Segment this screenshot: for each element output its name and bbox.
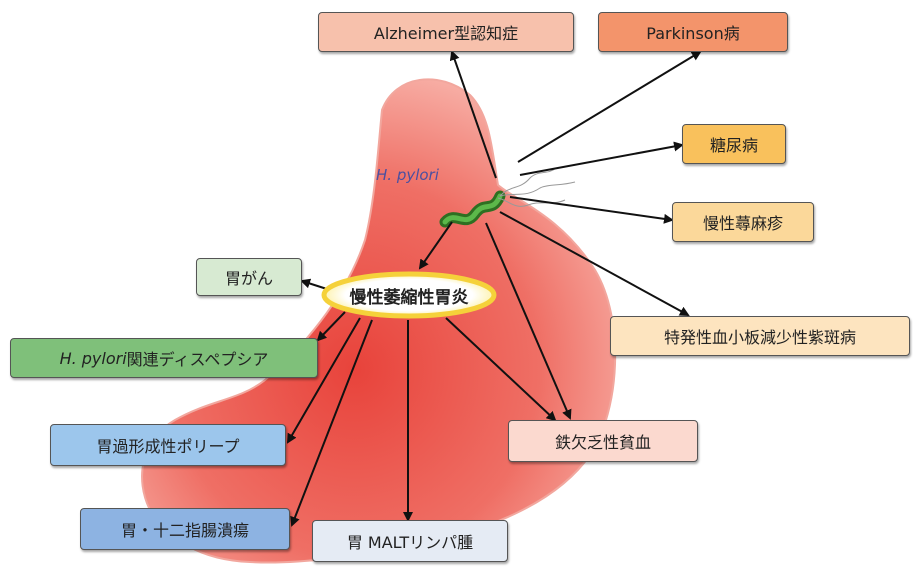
gastric-cancer-node: 胃がん xyxy=(196,258,302,296)
anemia-node: 鉄欠乏性貧血 xyxy=(508,420,698,462)
parkinson-node: Parkinson病 xyxy=(598,12,788,52)
urticaria-node: 慢性蕁麻疹 xyxy=(672,202,814,242)
gastritis-node: 慢性萎縮性胃炎 xyxy=(322,272,496,318)
polyp-node: 胃過形成性ポリープ xyxy=(50,424,286,466)
dyspepsia-rest-label: 関連ディスペプシア xyxy=(127,346,269,370)
ulcer-node: 胃・十二指腸潰瘍 xyxy=(80,508,290,550)
arrow-to-diabetes xyxy=(520,145,682,175)
stomach-shape xyxy=(142,79,615,562)
malt-node: 胃 MALTリンパ腫 xyxy=(312,520,508,562)
h-pylori-label: H. pylori xyxy=(376,166,439,184)
itp-node: 特発性血小板減少性紫斑病 xyxy=(610,316,910,356)
arrow-to-parkinson xyxy=(518,52,700,162)
alzheimer-node: Alzheimer型認知症 xyxy=(318,12,574,52)
diabetes-node: 糖尿病 xyxy=(682,124,786,164)
dyspepsia-italic-label: H. pylori xyxy=(60,349,127,368)
